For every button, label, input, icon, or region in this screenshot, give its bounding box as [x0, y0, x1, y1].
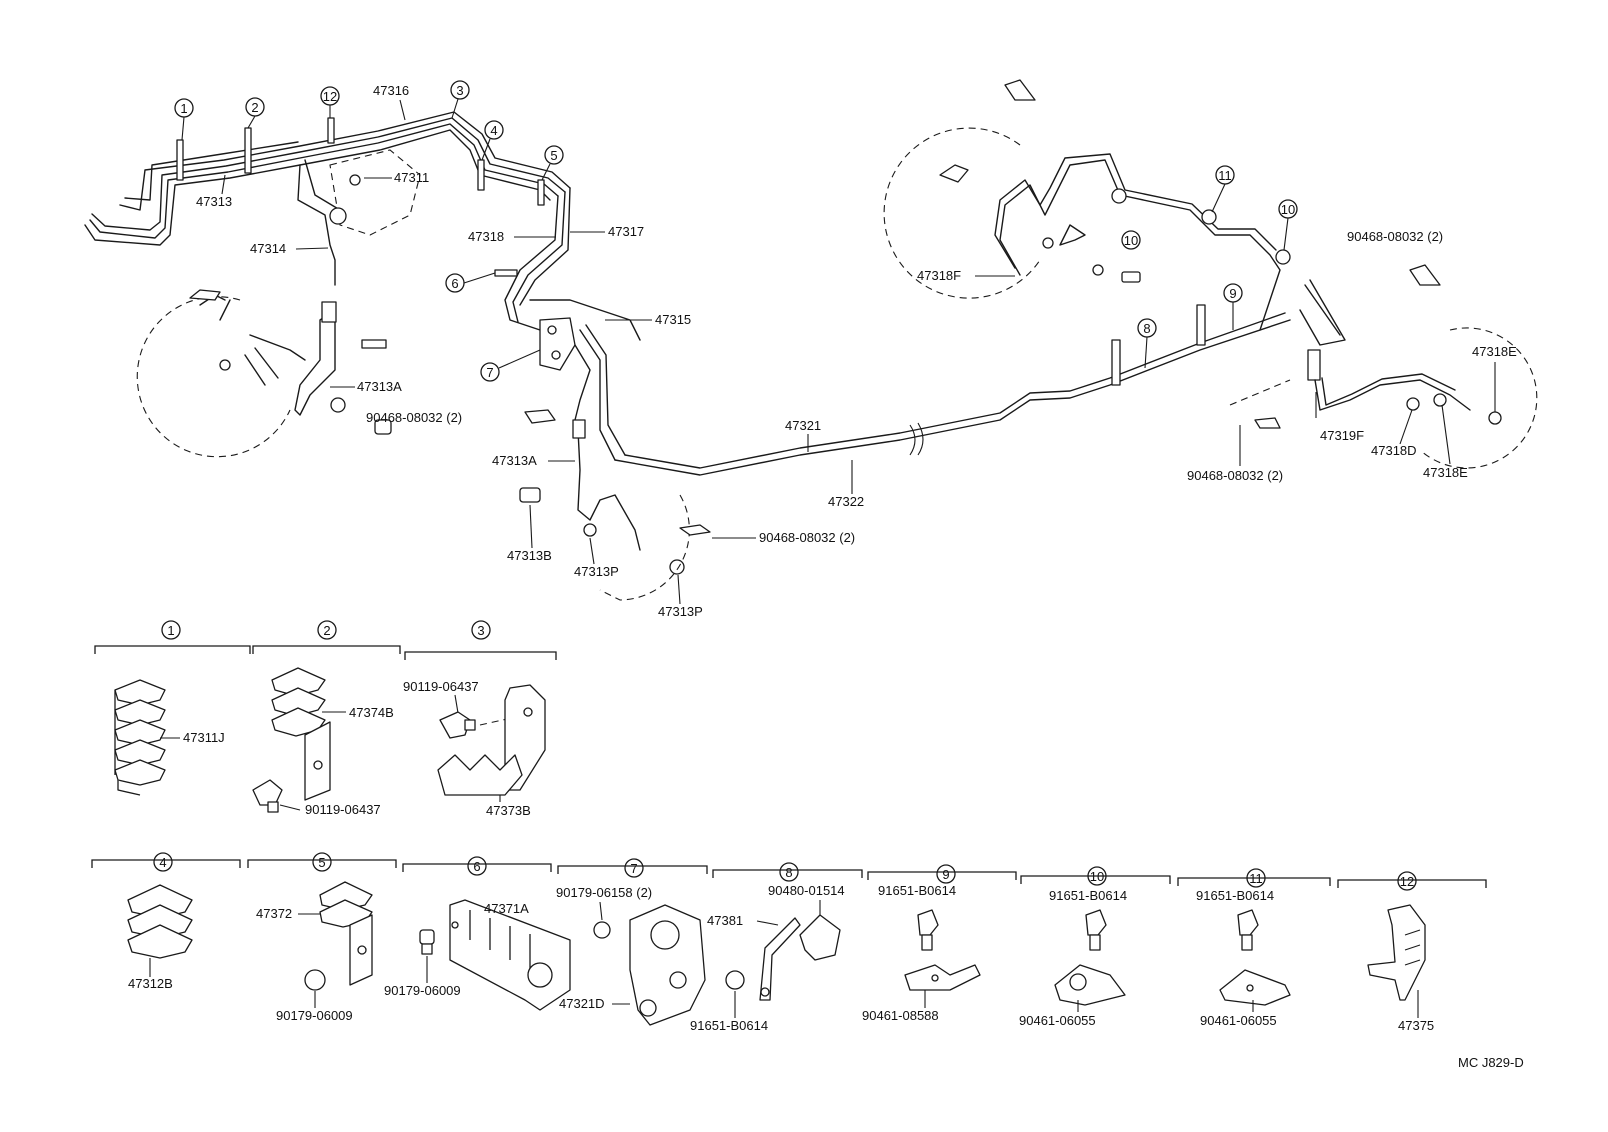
g11-clip: 90461-06055 [1200, 1013, 1277, 1028]
g7-part: 47321D [559, 996, 605, 1011]
label-47314: 47314 [250, 241, 286, 256]
diagram-code: MC J829-D [1458, 1055, 1524, 1070]
g8-bolt: 91651-B0614 [690, 1018, 768, 1033]
label-47313A-left: 47313A [357, 379, 402, 394]
label-clip-mid: 90468-08032 (2) [759, 530, 855, 545]
g8-part: 47381 [707, 913, 743, 928]
g7-bolt: 90179-06158 (2) [556, 885, 652, 900]
g3-bolt: 90119-06437 [403, 679, 479, 694]
callout-2: 2 [251, 100, 258, 115]
g9-bolt: 91651-B0614 [878, 883, 956, 898]
detail-row-1: 1 2 3 47311J 47374B 90119-06437 90119-06… [94, 620, 557, 818]
group-3-callout: 3 [477, 623, 484, 638]
callout-4: 4 [490, 123, 497, 138]
group-6-callout: 6 [473, 859, 480, 874]
front-left-wheel-assembly [136, 289, 392, 458]
label-47313A-mid: 47313A [492, 453, 537, 468]
proportioning-valve [529, 299, 641, 461]
g10-bolt: 91651-B0614 [1049, 888, 1127, 903]
main-part-labels: 47316 47313 47311 47314 47318 47317 4731… [196, 83, 1517, 619]
label-clip-right-top: 90468-08032 (2) [1347, 229, 1443, 244]
bundle-clamps [176, 117, 545, 277]
callout-6: 6 [451, 276, 458, 291]
label-clip-left: 90468-08032 (2) [366, 410, 462, 425]
detail-row-2: 4 5 6 7 8 9 10 11 12 47312B 47372 90179-… [91, 852, 1487, 1033]
label-47315: 47315 [655, 312, 691, 327]
label-clip-right-bot: 90468-08032 (2) [1187, 468, 1283, 483]
label-47321: 47321 [785, 418, 821, 433]
label-47318D: 47318D [1371, 443, 1417, 458]
g8-clamp: 90480-01514 [768, 883, 845, 898]
group-2-callout: 2 [323, 623, 330, 638]
label-47318E-bot: 47318E [1423, 465, 1468, 480]
callout-9: 9 [1229, 286, 1236, 301]
g3-part: 47373B [486, 803, 531, 818]
rear-right-wheel-assembly [883, 79, 1538, 469]
label-47313B: 47313B [507, 548, 552, 563]
g6-bolt: 90179-06009 [384, 983, 461, 998]
rear-brake-lines [614, 304, 1291, 476]
g2-part: 47374B [349, 705, 394, 720]
g11-bolt: 91651-B0614 [1196, 888, 1274, 903]
label-47318: 47318 [468, 229, 504, 244]
label-47313P-a: 47313P [574, 564, 619, 579]
front-pipe-bundle [84, 111, 571, 331]
label-47322: 47322 [828, 494, 864, 509]
callout-8: 8 [1143, 321, 1150, 336]
g5-bolt: 90179-06009 [276, 1008, 353, 1023]
g2-bolt: 90119-06437 [305, 802, 381, 817]
label-47317: 47317 [608, 224, 644, 239]
label-47316: 47316 [373, 83, 409, 98]
label-47318F: 47318F [917, 268, 961, 283]
callout-1: 1 [180, 101, 187, 116]
g6-part: 47371A [484, 901, 529, 916]
label-47313: 47313 [196, 194, 232, 209]
label-47319F: 47319F [1320, 428, 1364, 443]
label-47318E-top: 47318E [1472, 344, 1517, 359]
group-1-callout: 1 [167, 623, 174, 638]
group-9-callout: 9 [942, 867, 949, 882]
group-7-callout: 7 [630, 861, 637, 876]
g12-part: 47375 [1398, 1018, 1434, 1033]
callout-10b: 10 [1281, 202, 1295, 217]
g10-clip: 90461-06055 [1019, 1013, 1096, 1028]
label-47311: 47311 [394, 170, 429, 185]
group-12-callout: 12 [1400, 874, 1414, 889]
callout-5: 5 [550, 148, 557, 163]
main-callouts: 1 2 12 3 4 5 6 7 8 9 10 10 11 [174, 80, 1298, 382]
g9-clip: 90461-08588 [862, 1008, 939, 1023]
callout-7: 7 [486, 365, 493, 380]
callout-11: 11 [1218, 168, 1232, 183]
group-4-callout: 4 [159, 855, 166, 870]
callout-12: 12 [323, 89, 337, 104]
g4-part: 47312B [128, 976, 173, 991]
group-8-callout: 8 [785, 865, 792, 880]
label-47313P-b: 47313P [658, 604, 703, 619]
callout-3: 3 [456, 83, 463, 98]
left-rear-hose-assembly [519, 419, 711, 601]
group-5-callout: 5 [318, 855, 325, 870]
g5-part: 47372 [256, 906, 292, 921]
g1-part: 47311J [183, 730, 225, 745]
callout-10a: 10 [1124, 233, 1138, 248]
